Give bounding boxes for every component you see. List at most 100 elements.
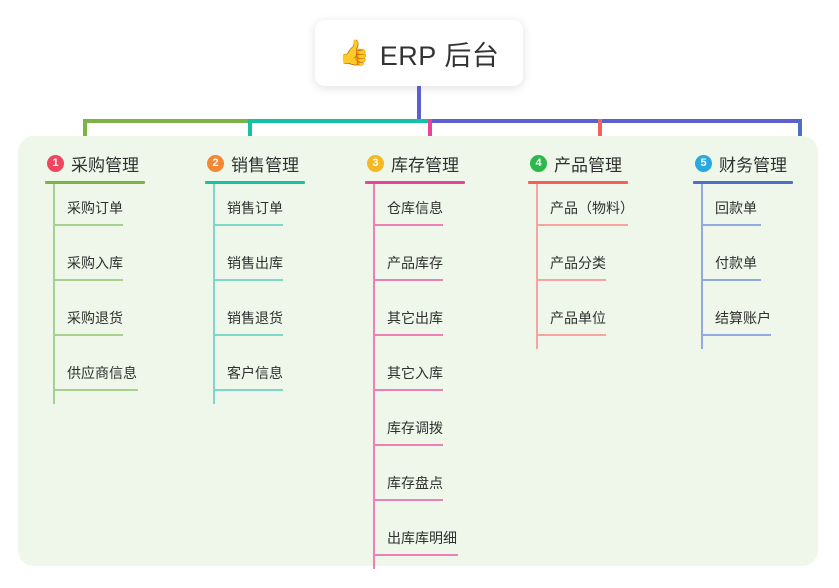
leaf-node[interactable]: 采购订单 [45,184,145,239]
leaf-node-label: 库存调拨 [387,420,443,436]
root-node[interactable]: 👍 ERP 后台 [315,20,523,86]
leaf-node[interactable]: 采购退货 [45,294,145,349]
leaf-node[interactable]: 供应商信息 [45,349,145,404]
leaf-node[interactable]: 仓库信息 [365,184,465,239]
branch-spine-4 [536,184,538,349]
branch-column-1[interactable]: 1 采购管理采购订单采购入库采购退货供应商信息 [45,148,145,404]
leaf-node-label: 采购入库 [67,255,123,271]
leaf-node-label: 销售出库 [227,255,283,271]
leaf-node-label: 销售退货 [227,310,283,326]
leaf-node[interactable]: 回款单 [693,184,793,239]
leaf-node-rule [701,224,761,226]
leaf-node-label: 库存盘点 [387,475,443,491]
leaf-node-rule [53,389,138,391]
leaf-node-label: 结算账户 [715,310,771,326]
leaf-node-rule [373,279,443,281]
leaf-node-label: 供应商信息 [67,365,137,381]
branch-connector-3 [428,119,432,152]
leaf-node[interactable]: 产品库存 [365,239,465,294]
leaf-node-rule [53,279,123,281]
leaf-node-rule [213,389,283,391]
branch-title-1: 采购管理 [71,155,139,175]
branch-items-2: 销售订单销售出库销售退货客户信息 [205,184,305,404]
branch-connector-5 [798,119,802,152]
branch-spine-3 [373,184,375,569]
branch-title-4: 产品管理 [554,155,622,175]
leaf-node-label: 客户信息 [227,365,283,381]
leaf-node-rule [536,279,606,281]
branch-badge-5: 5 [695,154,712,172]
leaf-node-rule [536,224,628,226]
leaf-node-rule [213,279,283,281]
branch-items-1: 采购订单采购入库采购退货供应商信息 [45,184,145,404]
branch-column-3[interactable]: 3 库存管理仓库信息产品库存其它出库其它入库库存调拨库存盘点出库库明细 [365,148,465,569]
branch-header-5[interactable]: 5 财务管理 [693,148,793,178]
leaf-node[interactable]: 库存盘点 [365,459,465,514]
branch-spine-2 [213,184,215,404]
branch-header-rule-1 [45,181,145,184]
leaf-node-label: 其它入库 [387,365,443,381]
leaf-node[interactable]: 采购入库 [45,239,145,294]
leaf-node[interactable]: 产品分类 [528,239,628,294]
branch-badge-3: 3 [367,154,384,172]
branch-spine-5 [701,184,703,349]
leaf-node-rule [536,334,606,336]
branch-badge-4: 4 [530,154,547,172]
leaf-node-label: 仓库信息 [387,200,443,216]
branch-header-rule-2 [205,181,305,184]
leaf-node[interactable]: 产品（物料） [528,184,634,239]
leaf-node-label: 采购订单 [67,200,123,216]
branch-header-3[interactable]: 3 库存管理 [365,148,465,178]
leaf-node[interactable]: 销售退货 [205,294,305,349]
trunk-connector [417,86,421,123]
branch-panel [18,136,818,566]
horizontal-connector-segment-2 [250,119,430,123]
branch-column-4[interactable]: 4 产品管理产品（物料） 产品分类产品单位 [528,148,634,349]
horizontal-connector-segment-1 [85,119,250,123]
leaf-node[interactable]: 销售出库 [205,239,305,294]
leaf-node-rule [373,224,443,226]
branch-connector-2 [248,119,252,152]
branch-title-2: 销售管理 [231,155,299,175]
leaf-node-label: 产品（物料） [550,200,634,216]
leaf-node[interactable]: 出库库明细 [365,514,465,569]
leaf-node-rule [373,499,443,501]
branch-badge-1: 1 [47,154,64,172]
leaf-node-rule [53,224,123,226]
leaf-node-label: 产品库存 [387,255,443,271]
leaf-node[interactable]: 结算账户 [693,294,793,349]
leaf-node[interactable]: 其它出库 [365,294,465,349]
leaf-node-label: 销售订单 [227,200,283,216]
leaf-node-label: 付款单 [715,255,757,271]
leaf-node[interactable]: 库存调拨 [365,404,465,459]
branch-header-1[interactable]: 1 采购管理 [45,148,145,178]
branch-connector-1 [83,119,87,152]
branch-header-rule-3 [365,181,465,184]
branch-column-5[interactable]: 5 财务管理回款单付款单结算账户 [693,148,793,349]
leaf-node-rule [373,444,443,446]
leaf-node-label: 出库库明细 [387,530,457,546]
leaf-node[interactable]: 销售订单 [205,184,305,239]
branch-title-3: 库存管理 [391,155,459,175]
root-node-title: ERP 后台 [379,40,500,71]
leaf-node-rule [701,279,761,281]
branch-title-5: 财务管理 [719,155,787,175]
leaf-node[interactable]: 付款单 [693,239,793,294]
branch-items-3: 仓库信息产品库存其它出库其它入库库存调拨库存盘点出库库明细 [365,184,465,569]
branch-items-5: 回款单付款单结算账户 [693,184,793,349]
leaf-node[interactable]: 产品单位 [528,294,628,349]
leaf-node-rule [213,224,283,226]
branch-header-rule-4 [528,181,628,184]
leaf-node[interactable]: 客户信息 [205,349,305,404]
leaf-node-label: 产品单位 [550,310,606,326]
leaf-node-rule [53,334,123,336]
branch-header-4[interactable]: 4 产品管理 [528,148,628,178]
leaf-node-label: 产品分类 [550,255,606,271]
leaf-node-label: 采购退货 [67,310,123,326]
thumbs-up-icon: 👍 [338,38,370,67]
leaf-node[interactable]: 其它入库 [365,349,465,404]
leaf-node-label: 其它出库 [387,310,443,326]
